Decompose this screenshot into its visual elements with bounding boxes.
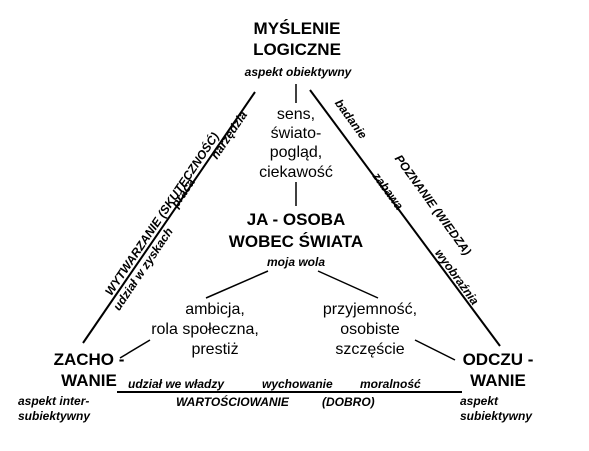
node-right-aspect-2: subiektywny [460,409,533,423]
inner-right-1: przyjemność, [322,301,418,318]
inner-left-1: ambicja, [185,301,245,318]
inner-top-3: pogląd, [269,144,323,161]
connector-left-node [119,339,151,359]
node-left-aspect-1: aspekt inter- [18,394,90,408]
node-left-line1: ZACHO - [53,350,125,369]
edge-right [309,89,501,347]
connector-center-left [205,270,269,299]
node-center-sub: moja wola [266,255,325,269]
inner-left-2: rola społeczna, [151,321,259,338]
node-right-aspect-1: aspekt [460,394,499,408]
edge-bottom-top2: wychowanie [262,377,333,391]
edge-bottom-under1: WARTOŚCIOWANIE [176,395,289,409]
node-right-line1: ODCZU - [462,350,534,369]
inner-left-3: prestiż [191,341,239,358]
inner-top-1: sens, [276,106,316,123]
node-left-aspect-2: subiektywny [18,409,91,423]
node-left-line2: WANIE [61,371,117,390]
inner-right-2: osobiste [340,321,400,338]
edge-bottom-under2: (DOBRO) [322,395,375,409]
inner-top-4: ciekawość [259,164,333,181]
connector-center-right [317,270,379,299]
inner-top-2: świato- [270,125,322,142]
edge-bottom-top1: udział we władzy [128,377,225,391]
edge-left [82,91,256,344]
edge-bottom-top3: moralność [360,377,421,391]
inner-right-3: szczęście [335,341,405,358]
node-center-line2: WOBEC ŚWIATA [228,232,364,251]
node-top-aspect: aspekt obiektywny [244,65,352,79]
node-top-line2: LOGICZNE [253,40,341,59]
node-top-line1: MYŚLENIE [253,19,341,38]
node-center-line1: JA - OSOBA [246,210,346,229]
node-right-line2: WANIE [470,371,526,390]
connector-right-node [414,339,456,361]
